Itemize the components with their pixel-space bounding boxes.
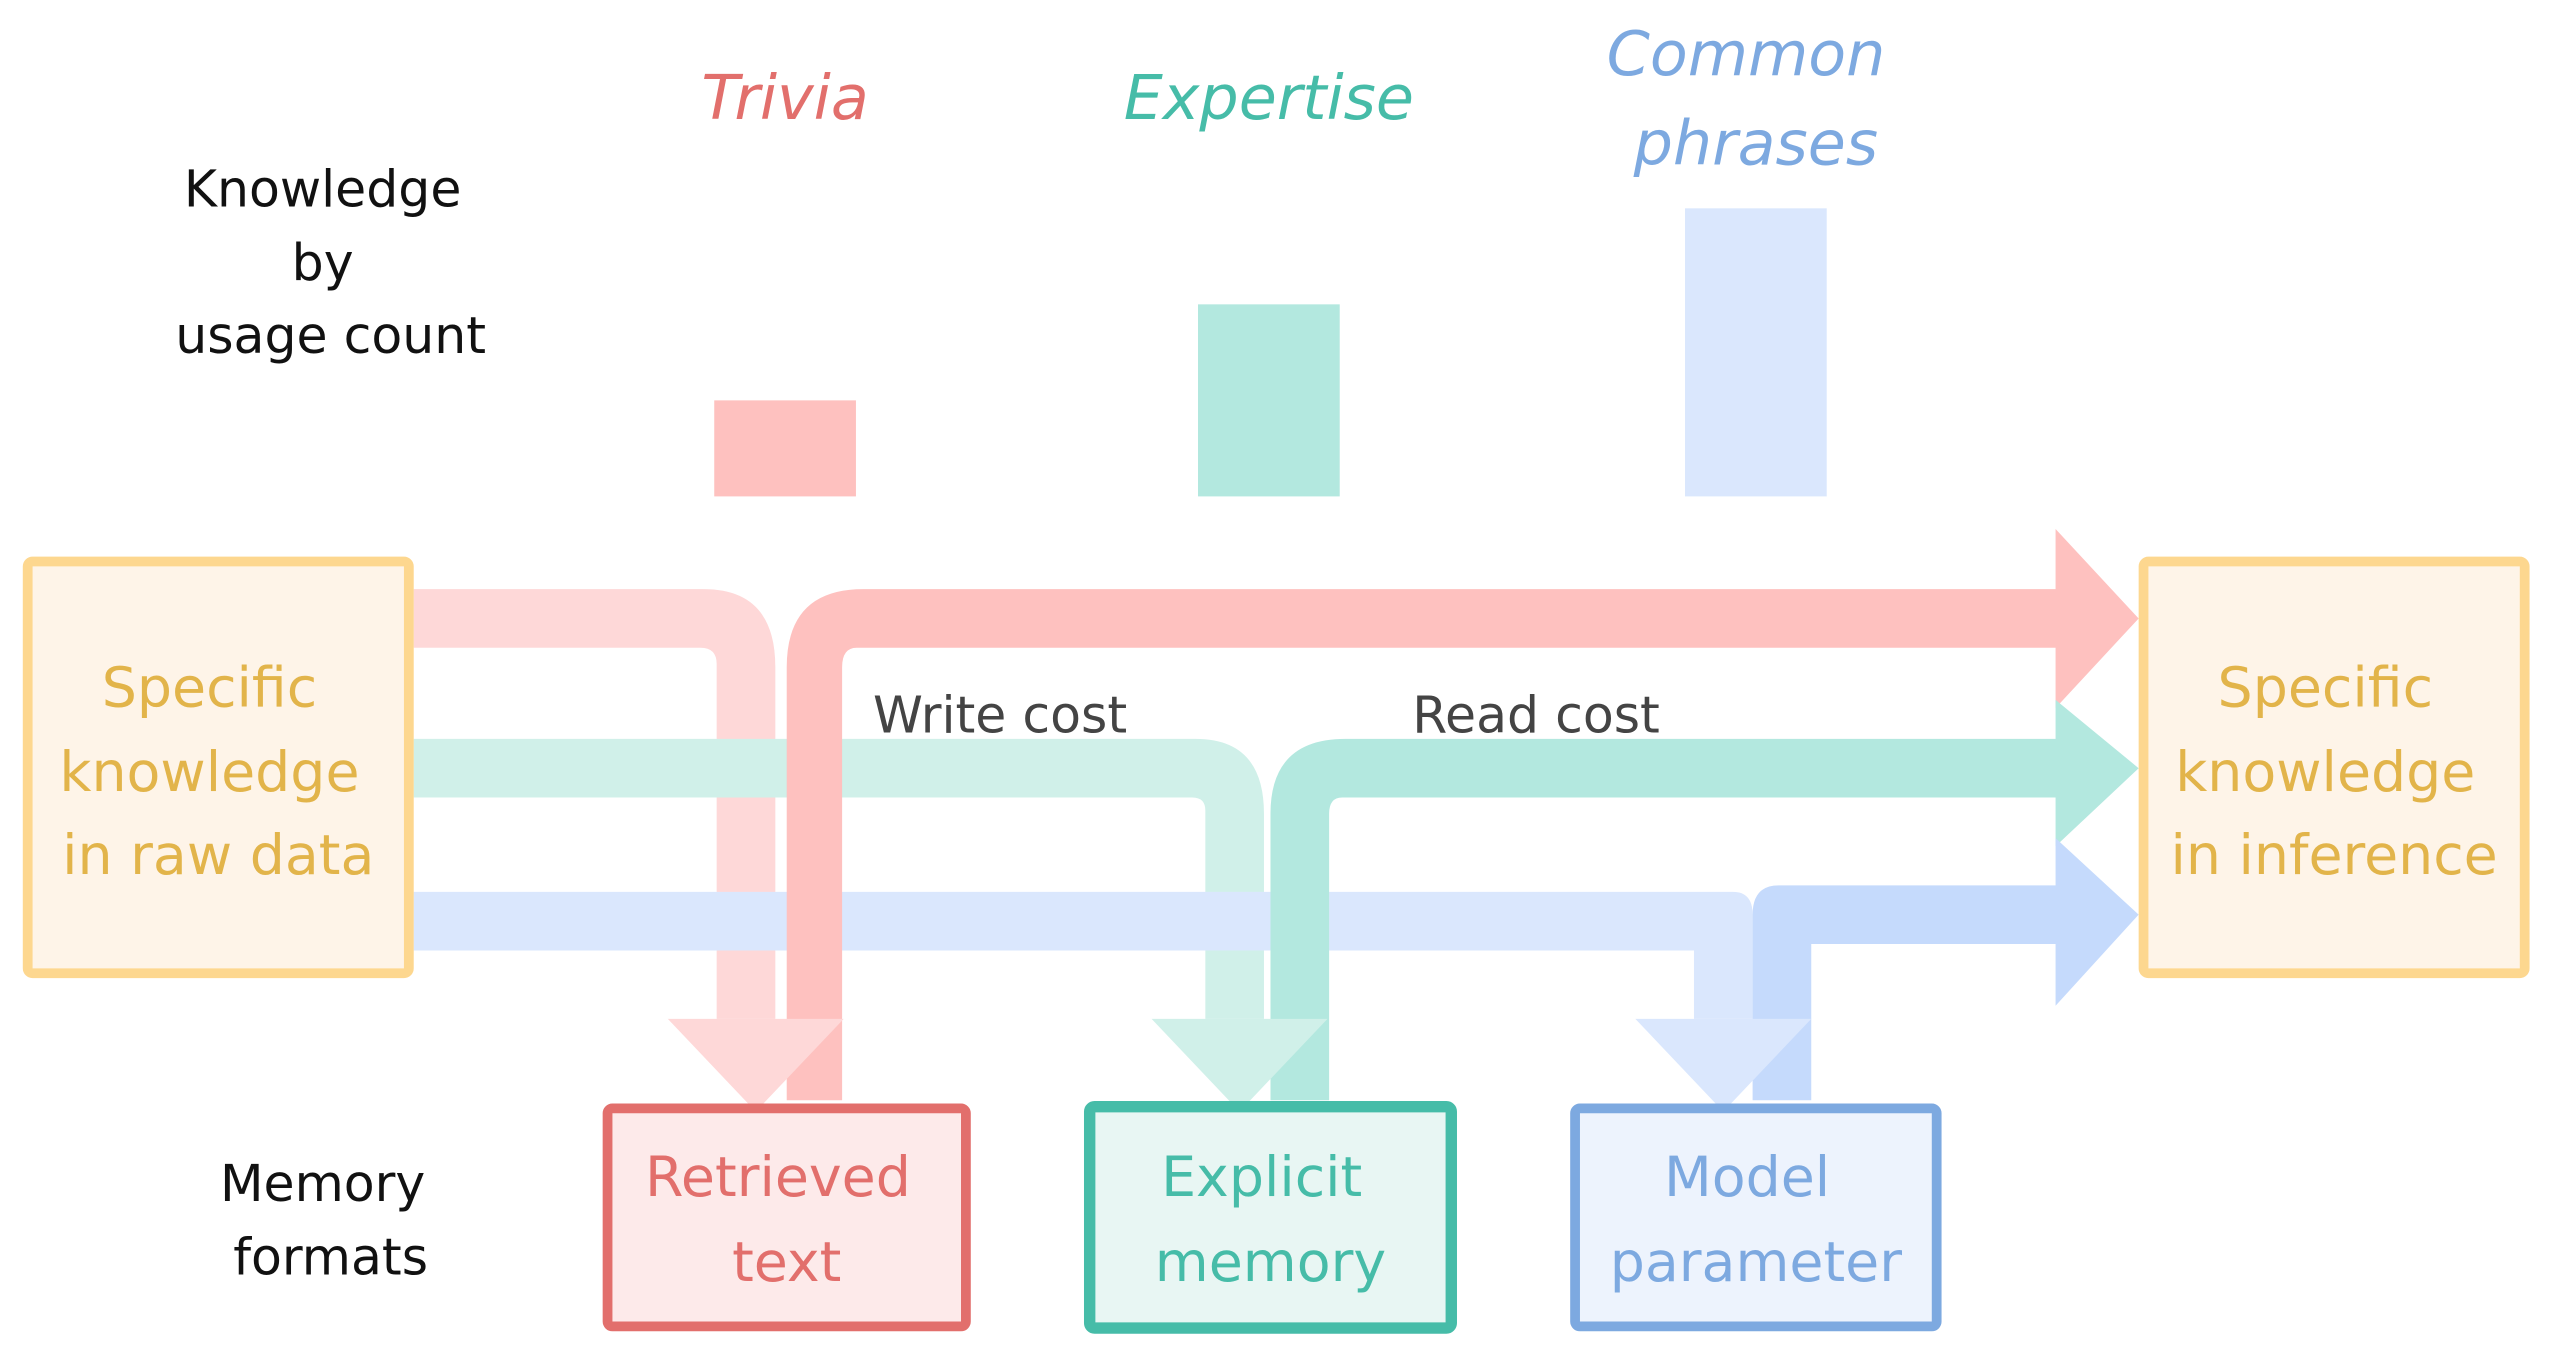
- write-flow-retrieved-text: [413, 589, 776, 1019]
- category-title-common-phrases: Common phrases: [1607, 18, 1905, 179]
- usage-bars: [714, 208, 1827, 497]
- usage-bar-expertise: [1198, 304, 1340, 497]
- svg-text:Specific knowledge: Specific knowledge in raw data: [59, 656, 377, 888]
- write-arrowhead-model-parameter: [1635, 1018, 1812, 1112]
- memory-box-model-parameter: Model parameter: [1570, 1103, 1942, 1332]
- source-knowledge-box: Specific knowledge in raw data: [22, 556, 414, 979]
- target-knowledge-box: Specific knowledge in inference: [2138, 556, 2530, 979]
- svg-text:Retrieved text: Retrieved text: [645, 1146, 929, 1295]
- write-flow-model-parameter: [413, 891, 1753, 1019]
- write-cost-label: Write cost: [873, 685, 1127, 744]
- read-flow-explicit-memory: [1270, 699, 2139, 1101]
- read-flow-model-parameter: [1752, 838, 2139, 1101]
- read-flow-retrieved-text: [786, 528, 2139, 1101]
- read-cost-label: Read cost: [1412, 685, 1660, 744]
- svg-text:Model parameter: Model parameter: [1610, 1146, 1903, 1295]
- usage-bar-common-phrases: [1685, 208, 1827, 497]
- write-arrowhead-explicit-memory: [1151, 1018, 1328, 1112]
- memory-box-explicit-memory: Explicit memory: [1083, 1101, 1457, 1334]
- category-title-trivia: Trivia: [701, 62, 868, 134]
- usage-bar-trivia: [714, 400, 856, 497]
- knowledge-by-usage-label: Knowledge by usage count: [175, 160, 486, 365]
- category-title-expertise: Expertise: [1124, 62, 1414, 134]
- memory-box-retrieved-text: Retrieved text: [602, 1103, 971, 1332]
- write-arrowhead-retrieved-text: [667, 1018, 844, 1112]
- memory-formats-label: Memory formats: [220, 1154, 441, 1286]
- svg-text:Explicit memory: Explicit memory: [1155, 1146, 1386, 1295]
- svg-text:Specific knowledge: Specific knowledge in inference: [2170, 656, 2497, 888]
